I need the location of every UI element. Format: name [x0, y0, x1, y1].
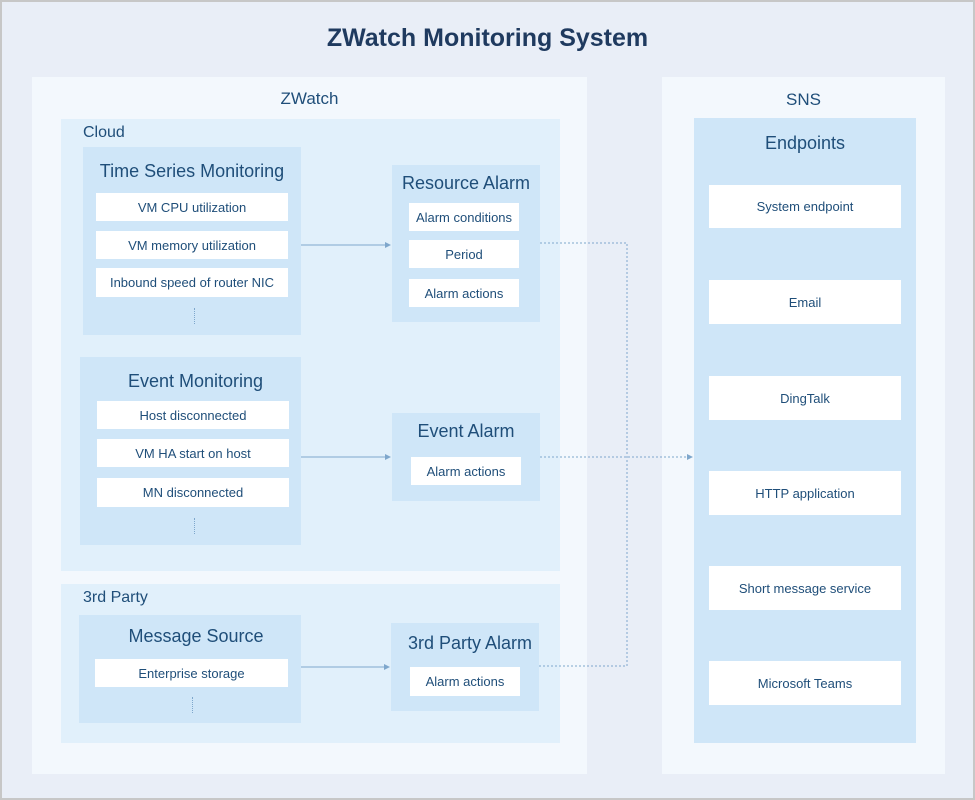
event-alarm-title: Event Alarm: [417, 421, 515, 441]
endpoint-item: HTTP application: [709, 471, 901, 515]
list-item: Inbound speed of router NIC: [96, 268, 288, 297]
list-item: Period: [409, 240, 519, 268]
endpoint-item: Microsoft Teams: [709, 661, 901, 705]
list-item: Alarm actions: [409, 279, 519, 307]
more-items-ellipsis: [194, 308, 195, 324]
third-party-label: 3rd Party: [83, 589, 148, 606]
list-item: Enterprise storage: [95, 659, 288, 687]
event-monitoring-title: Event Monitoring: [127, 371, 264, 391]
message-source-title: Message Source: [128, 626, 264, 646]
sns-label: SNS: [786, 90, 821, 109]
list-item: Alarm actions: [411, 457, 521, 485]
endpoints-title: Endpoints: [764, 133, 846, 153]
list-item: VM HA start on host: [97, 439, 289, 467]
more-items-ellipsis: [194, 518, 195, 534]
list-item: Host disconnected: [97, 401, 289, 429]
list-item: Alarm actions: [410, 667, 520, 696]
zwatch-label: ZWatch: [280, 89, 339, 108]
time-series-monitoring-title: Time Series Monitoring: [99, 161, 285, 181]
endpoint-item: Email: [709, 280, 901, 324]
resource-alarm-title: Resource Alarm: [401, 173, 531, 193]
endpoint-item: System endpoint: [709, 185, 901, 228]
list-item: VM memory utilization: [96, 231, 288, 259]
list-item: VM CPU utilization: [96, 193, 288, 221]
cloud-label: Cloud: [83, 124, 125, 141]
endpoint-item: Short message service: [709, 566, 901, 610]
endpoint-item: DingTalk: [709, 376, 901, 420]
list-item: Alarm conditions: [409, 203, 519, 231]
more-items-ellipsis: [192, 697, 193, 713]
diagram-title: ZWatch Monitoring System: [326, 24, 649, 52]
list-item: MN disconnected: [97, 478, 289, 507]
dashed-resource-alarm-to-bus: [539, 242, 628, 667]
third-party-alarm-title: 3rd Party Alarm: [407, 633, 533, 653]
